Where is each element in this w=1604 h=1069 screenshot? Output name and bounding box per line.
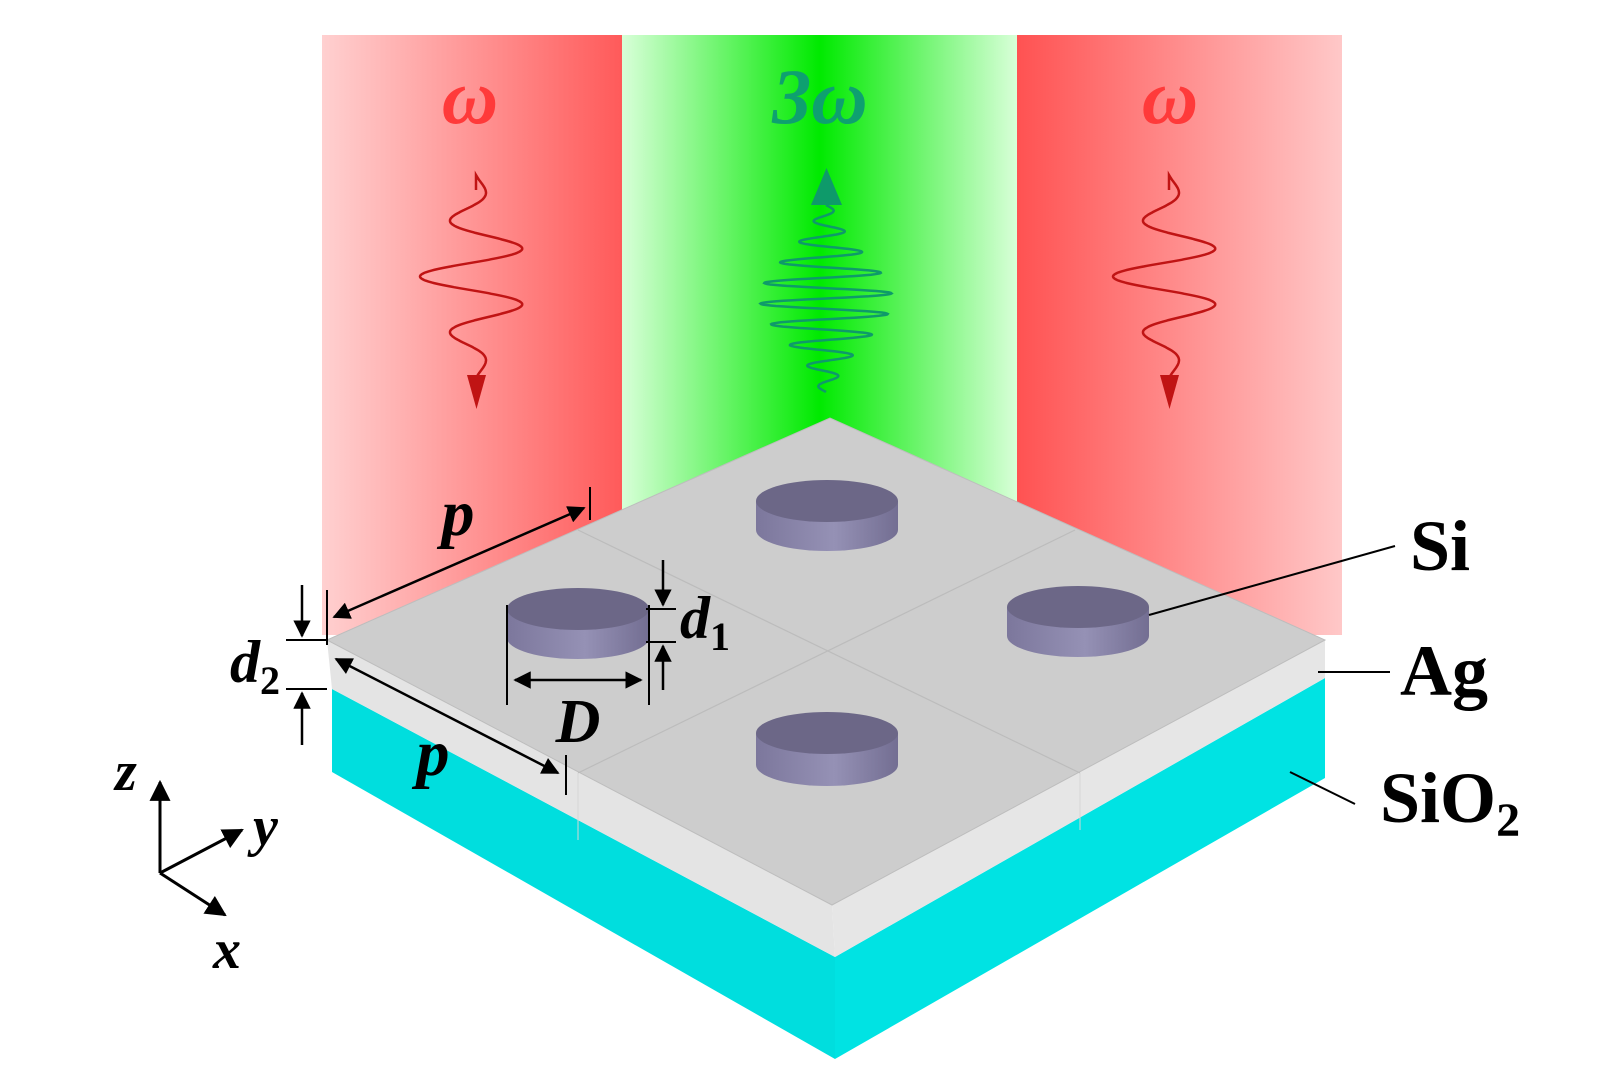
period-dimension-upper (326, 487, 591, 645)
axis-label-z: z (113, 741, 137, 803)
material-label-si: Si (1410, 506, 1470, 586)
film-thickness-label: d2 (230, 629, 280, 703)
axis-label-x: x (212, 919, 241, 981)
diameter-label: D (555, 688, 601, 756)
si-disk-back (756, 480, 898, 551)
diameter-dimension (506, 605, 650, 705)
si-leader-line (1148, 545, 1396, 616)
period-label-upper: p (437, 477, 475, 550)
coordinate-axes (149, 779, 244, 917)
material-label-ag: Ag (1400, 631, 1488, 711)
disk-height-dimension (646, 560, 676, 690)
beam-center-label: 3ω (771, 53, 867, 140)
sio2-leader-line (1289, 771, 1356, 805)
wave-packet-right (1111, 170, 1217, 409)
si-disk-front (756, 712, 898, 786)
disk-height-label: d1 (680, 585, 730, 659)
beam-left-label: ω (442, 53, 498, 140)
substrate-sio2 (332, 678, 1325, 1059)
wave-packet-left (418, 170, 524, 409)
period-dimension-lower (334, 657, 567, 795)
beam-right-label: ω (1142, 53, 1198, 140)
axis-label-y: y (247, 796, 279, 858)
period-label-lower: p (412, 717, 450, 790)
film-thickness-dimension (286, 585, 327, 745)
si-disk-left (507, 588, 649, 659)
material-label-sio2: SiO2 (1380, 758, 1520, 847)
wave-packet-center (758, 168, 894, 394)
si-disk-right (1007, 586, 1149, 657)
